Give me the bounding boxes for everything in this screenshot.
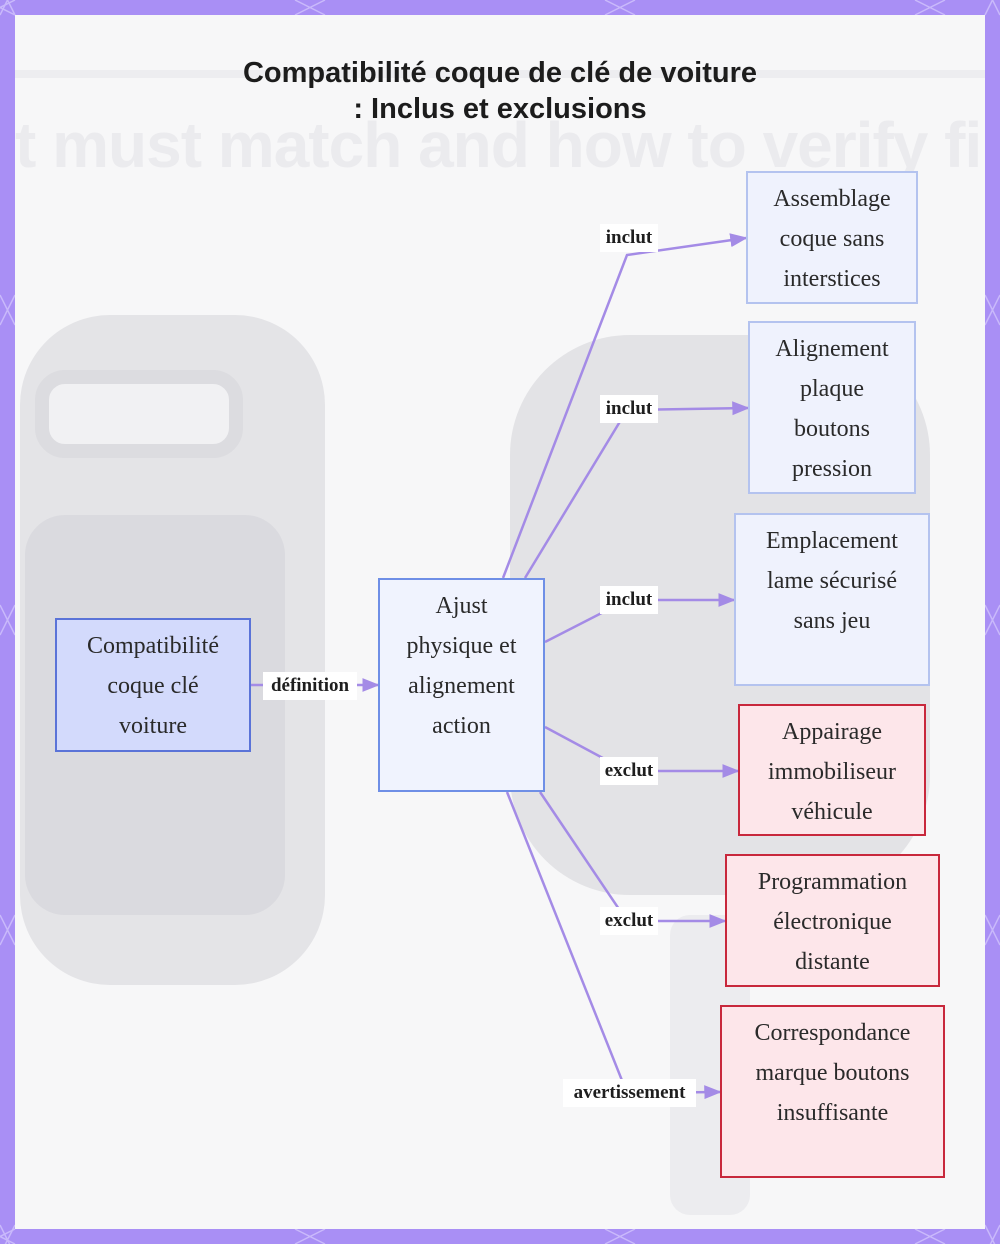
node-exc1: Appairage immobiliseur véhicule [738,704,926,836]
node-inc3: Emplacement lame sécurisé sans jeu [734,513,930,686]
node-text-line: Programmation [757,869,908,895]
background-key-ring-hole [35,370,243,458]
node-text-line: sans jeu [793,608,871,634]
node-text-line: plaque [800,376,864,402]
node-text-line: marque boutons [755,1060,910,1086]
node-text-line: véhicule [791,799,873,825]
node-text-line: Assemblage [773,186,891,212]
node-text-line: Correspondance [754,1020,911,1046]
node-center: Ajust physique et alignement action [378,578,545,792]
edge-label-inc2: inclut [600,395,658,423]
edge-label-inc3: inclut [600,586,658,614]
node-text-line: Appairage [782,719,882,745]
node-text-line: voiture [119,713,187,739]
node-text-line: immobiliseur [768,759,896,785]
node-text-line: boutons [793,416,870,442]
edge-label-exc2: exclut [600,907,658,935]
node-text-line: physique et [406,633,517,659]
edge-center-to-inc1 [501,233,748,579]
diagram-title: Compatibilité coque de clé de voiture : … [242,57,758,125]
node-text-line: alignement [408,673,515,699]
edge-label-center: définition [263,672,357,700]
node-text-line: distante [795,949,870,975]
node-text-line: action [432,713,491,739]
node-text-line: Compatibilité [87,633,219,659]
node-inc1: Assemblage coque sans interstices [746,171,918,304]
node-text-line: lame sécurisé [767,568,897,594]
node-text-line: Ajust [435,593,488,619]
node-text-line: électronique [773,909,892,935]
background-watermark-text: t must match and how to verify fi [15,109,982,181]
node-root: Compatibilité coque clé voiture [55,618,251,752]
node-exc2: Programmation électronique distante [725,854,940,987]
edge-label-warn: avertissement [563,1079,696,1107]
edge-label-inc1: inclut [600,224,658,252]
node-text-line: interstices [783,266,881,292]
diagram-canvas: t must match and how to verify fi Compat… [15,15,985,1229]
edge-center-to-warn [505,791,722,1100]
node-text-line: pression [792,456,872,482]
background-photo-strip [15,70,985,78]
node-text-line: insuffisante [776,1100,889,1126]
node-text-line: coque clé [107,673,199,699]
edge-label-exc1: exclut [600,757,658,785]
node-text-line: Emplacement [766,528,898,554]
node-warn: Correspondance marque boutons insuffisante [720,1005,945,1178]
edge-center-to-exc2 [538,791,727,928]
node-text-line: Alignement [775,336,889,362]
node-text-line: coque sans [779,226,885,252]
node-inc2: Alignement plaque boutons pression [748,321,916,494]
